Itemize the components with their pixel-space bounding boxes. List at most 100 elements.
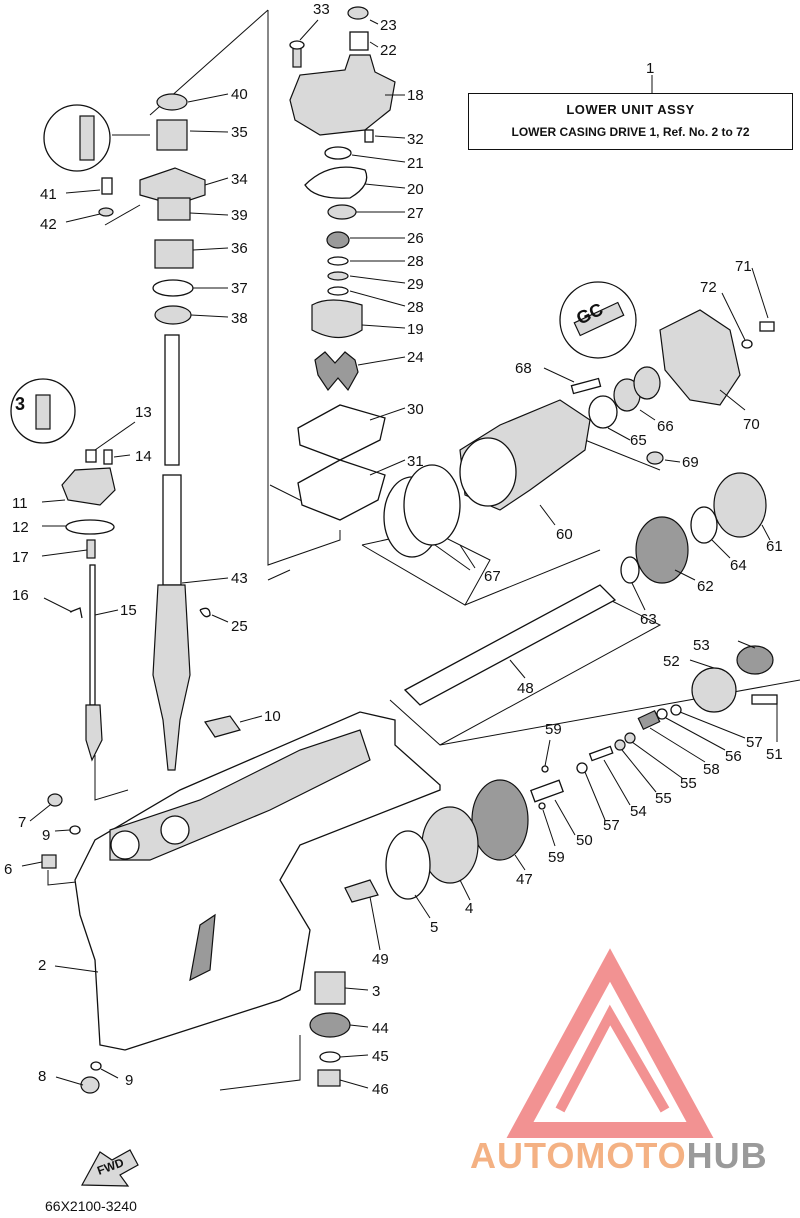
callout-22: 22 [380,42,397,59]
callout-31: 31 [407,453,424,470]
callout-labels: 33 23 22 18 32 21 20 27 26 28 29 28 19 2… [4,1,783,1178]
clip-16 [69,607,83,619]
washer-9b [90,1061,102,1071]
bolt-41 [101,177,113,195]
callout-37: 37 [231,280,248,297]
pinion-44 [309,1012,351,1038]
callout-19: 19 [407,321,424,338]
gasket-31 [297,459,386,521]
gear-47 [471,779,529,861]
callout-32: 32 [407,131,424,148]
callout-54: 54 [630,803,647,820]
pin-32 [364,129,374,143]
callout-14: 14 [135,448,152,465]
assembly-subtitle: LOWER CASING DRIVE 1, Ref. No. 2 to 72 [511,125,750,139]
callout-42: 42 [40,216,57,233]
shim-37 [152,279,194,297]
propeller-shaft-48 [403,584,617,706]
callout-9b: 9 [125,1072,133,1089]
shim-63 [620,556,640,584]
clutch-52 [691,667,737,713]
washer-45 [319,1051,341,1063]
callout-57b: 57 [603,817,620,834]
housing-11 [61,467,116,506]
lower-casing-group [41,711,441,1187]
bolt-8 [80,1076,100,1094]
callout-23: 23 [380,17,397,34]
shift-cam [85,704,103,762]
ball-55b [614,739,626,751]
callout-68: 68 [515,360,532,377]
sleeve-39 [157,197,191,221]
callout-60: 60 [556,526,573,543]
watermark-text: AUTOMOTOHUB [470,1135,768,1177]
drive-shaft-43 [162,474,182,586]
nut-46 [317,1069,341,1087]
callout-53: 53 [693,637,710,654]
spring-58 [637,709,661,731]
washer-28b [327,286,349,296]
callout-55a: 55 [680,775,697,792]
washer-29 [327,271,349,281]
shift-rod-15 [89,564,96,706]
callout-30: 30 [407,401,424,418]
lube-callout-top [43,104,111,172]
gear-62 [635,516,689,584]
bolt-head-33 [289,40,305,50]
cap-70 [659,309,741,406]
callout-57a: 57 [746,734,763,751]
lower-casing-2 [74,711,441,1051]
callout-29: 29 [407,276,424,293]
callout-69: 69 [682,454,699,471]
callout-50: 50 [576,832,593,849]
casing-bore-b [160,815,190,845]
housing-60-flange [459,437,517,507]
pin-51 [751,694,778,705]
callout-20: 20 [407,181,424,198]
casing-bore-a [110,830,140,860]
lube-shaft-icon [35,394,51,430]
housing-34 [139,167,206,206]
assembly-title-box: LOWER UNIT ASSY LOWER CASING DRIVE 1, Re… [468,93,793,150]
lube-seal-icon [79,115,95,161]
collar-6 [41,854,57,869]
plate-10 [204,715,241,738]
callout-47: 47 [516,871,533,888]
drive-shaft-components [98,93,211,771]
callout-27: 27 [407,205,424,222]
callout-46: 46 [372,1081,389,1098]
callout-11: 11 [12,495,28,512]
spring-53 [736,645,774,675]
leader-lines [21,19,778,1089]
callout-18: 18 [407,87,424,104]
bolt-69 [646,451,664,465]
washer-28a [327,256,349,266]
water-pump-assembly [289,6,396,521]
callout-43: 43 [231,570,248,587]
ring-57a [670,704,682,716]
lube-bearing-icon [573,301,625,337]
callout-59a: 59 [545,721,562,738]
oring-21 [324,146,352,160]
bearing-4 [421,806,479,884]
callout-9a: 9 [42,827,50,844]
washer-72 [741,339,753,349]
callout-28b: 28 [407,299,424,316]
callout-64: 64 [730,557,747,574]
seal-66b [633,366,661,400]
seat-38 [154,305,192,325]
callout-10: 10 [264,708,281,725]
gear-assembly [383,281,778,900]
callout-1: 1 [646,60,654,77]
impeller-24 [314,351,359,392]
callout-48: 48 [517,680,534,697]
callout-59b: 59 [548,849,565,866]
callout-51: 51 [766,746,783,763]
pump-housing-18 [289,54,396,136]
bearing-36 [154,239,194,269]
spring-17 [86,539,96,559]
bolt-13 [85,449,97,463]
callout-38: 38 [231,310,248,327]
